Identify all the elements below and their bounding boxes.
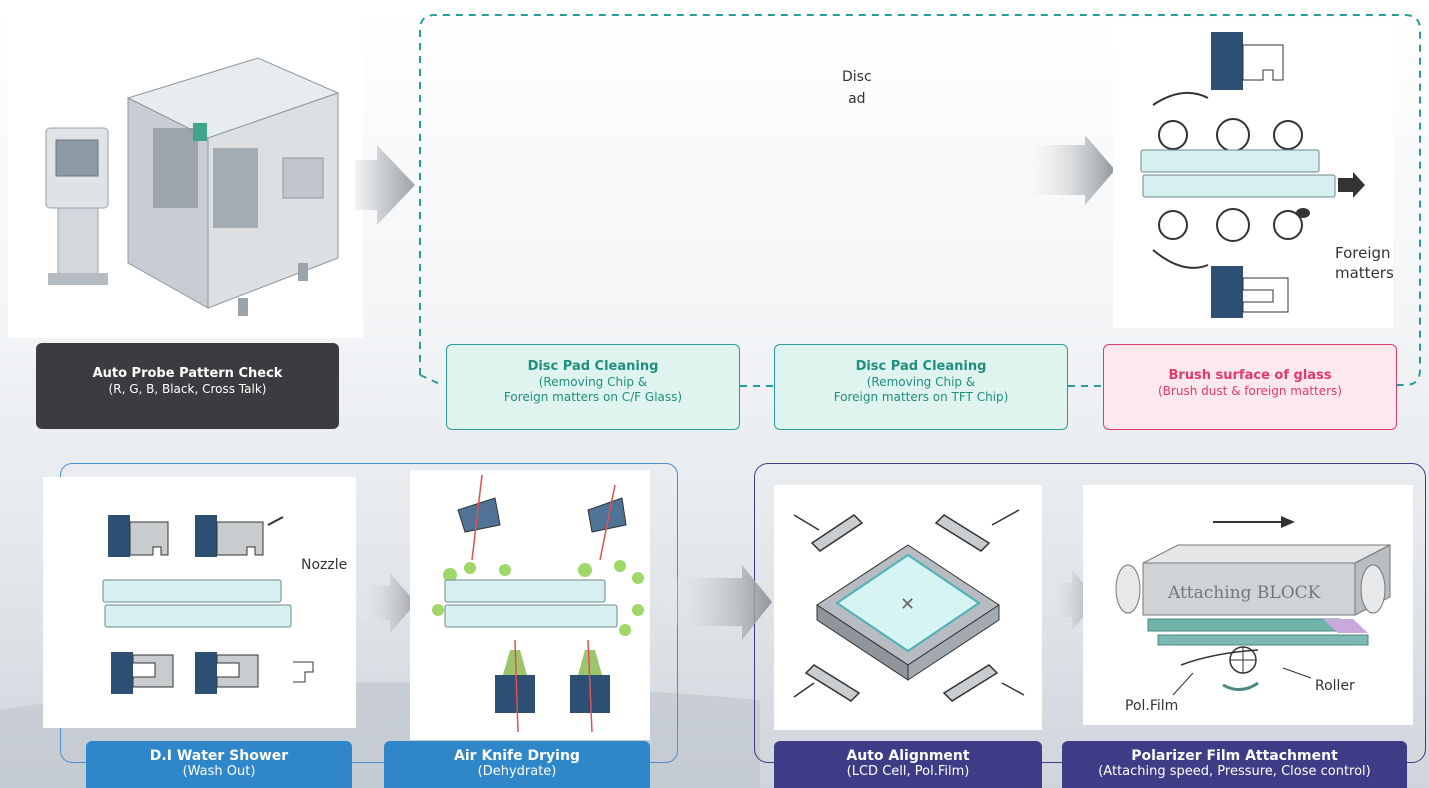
disc-pad-tft-sub2: Foreign matters on TFT Chip)	[833, 390, 1009, 404]
auto-probe-sub: (R, G, B, Black, Cross Talk)	[108, 382, 267, 396]
process-arrow-1	[355, 145, 415, 225]
auto-alignment-sub: (LCD Cell, Pol.Film)	[846, 764, 970, 779]
polarizer-panel: Attaching BLOCK Pol.Film Roller	[1083, 485, 1413, 725]
air-knife-diagram	[432, 474, 644, 733]
attaching-block-label: Attaching BLOCK	[1167, 583, 1321, 603]
process-arrow-2	[1015, 135, 1115, 205]
process-arrow-4	[650, 565, 772, 640]
auto-alignment-diagram: ✕	[793, 509, 1025, 702]
polarizer-label: Polarizer Film Attachment (Attaching spe…	[1062, 741, 1407, 788]
brush-surface-sub: (Brush dust & foreign matters)	[1158, 384, 1342, 398]
svg-text:✕: ✕	[900, 594, 915, 615]
cleaning-stage-frame	[419, 14, 1421, 386]
polarizer-title: Polarizer Film Attachment	[1131, 748, 1338, 764]
water-shower-diagram: Nozzle	[102, 515, 347, 694]
disc-pad-cf-sub2: Foreign matters on C/F Glass)	[503, 390, 683, 404]
disc-pad-cf-title: Disc Pad Cleaning	[527, 359, 659, 374]
stray-label-line2: ad	[848, 91, 866, 107]
polarizer-diagram: Attaching BLOCK Pol.Film Roller	[1115, 516, 1391, 714]
brush-surface-title: Brush surface of glass	[1168, 368, 1332, 383]
auto-alignment-panel: ✕	[774, 485, 1042, 730]
process-arrow-3	[348, 573, 416, 633]
auto-probe-title: Auto Probe Pattern Check	[92, 366, 283, 381]
foreign-matters-line2: matters	[1335, 264, 1393, 282]
auto-alignment-title: Auto Alignment	[846, 748, 970, 764]
water-shower-title: D.I Water Shower	[149, 748, 289, 764]
auto-alignment-label: Auto Alignment (LCD Cell, Pol.Film)	[774, 741, 1042, 788]
water-shower-label: D.I Water Shower (Wash Out)	[86, 741, 352, 788]
water-shower-sub: (Wash Out)	[182, 764, 256, 779]
brush-surface-label: Brush surface of glass (Brush dust & for…	[1103, 344, 1397, 430]
nozzle-label: Nozzle	[301, 557, 347, 573]
air-knife-title: Air Knife Drying	[454, 748, 580, 764]
pol-film-label: Pol.Film	[1125, 698, 1178, 714]
disc-pad-tft-label: Disc Pad Cleaning (Removing Chip & Forei…	[774, 344, 1068, 430]
air-knife-label: Air Knife Drying (Dehydrate)	[384, 741, 650, 788]
stray-label: Disc ad	[842, 66, 872, 110]
water-shower-panel: Nozzle	[43, 477, 356, 728]
disc-pad-cf-sub1: (Removing Chip &	[538, 375, 648, 389]
brush-diagram: Foreign matters	[1140, 32, 1394, 318]
air-knife-panel	[410, 470, 650, 740]
stray-label-line1: Disc	[842, 69, 872, 85]
air-knife-sub: (Dehydrate)	[477, 764, 557, 779]
roller-label: Roller	[1315, 678, 1355, 694]
polarizer-sub: (Attaching speed, Pressure, Close contro…	[1098, 764, 1371, 779]
probe-machine-illustration	[45, 57, 340, 316]
dashed-connector-1	[740, 385, 775, 387]
brush-diagram-panel: Foreign matters	[1113, 20, 1394, 328]
foreign-matters-line1: Foreign	[1335, 244, 1391, 262]
disc-pad-cf-label: Disc Pad Cleaning (Removing Chip & Forei…	[446, 344, 740, 430]
disc-pad-tft-sub1: (Removing Chip &	[866, 375, 976, 389]
dashed-connector-2	[1068, 385, 1104, 387]
machine-image-panel	[8, 8, 363, 338]
disc-pad-tft-title: Disc Pad Cleaning	[855, 359, 987, 374]
auto-probe-label: Auto Probe Pattern Check (R, G, B, Black…	[36, 343, 339, 429]
